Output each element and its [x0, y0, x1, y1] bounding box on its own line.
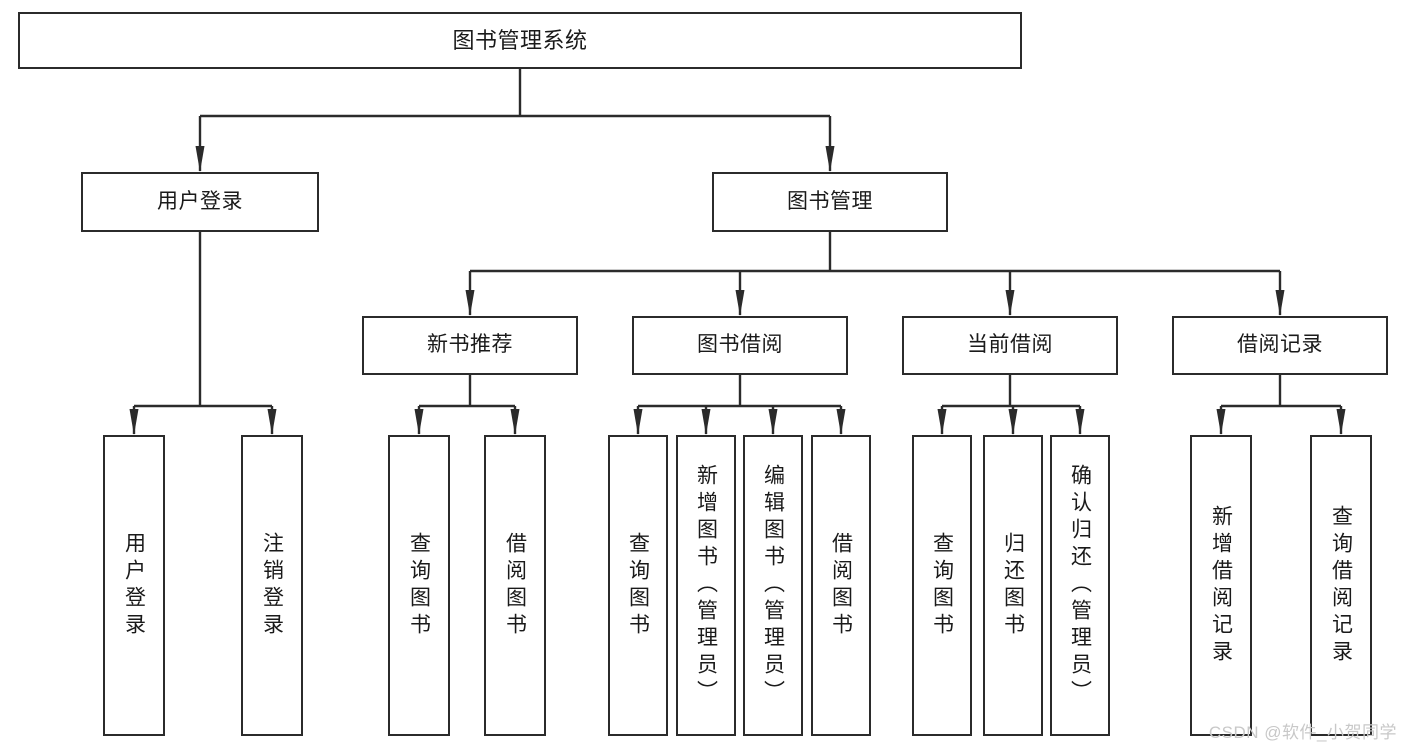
node-borrow-record[interactable]: 借阅记录 [1172, 316, 1388, 375]
connector-arrowhead [195, 146, 205, 172]
node-label: 用户登录 [122, 531, 146, 640]
connector-arrowhead [267, 409, 277, 435]
node-leaf-logout[interactable]: 注销登录 [241, 435, 303, 736]
node-label: 归还图书 [1001, 531, 1025, 640]
node-label: 借阅记录 [1237, 333, 1323, 357]
node-leaf-borrow-book-1[interactable]: 借阅图书 [484, 435, 546, 736]
node-book-borrow[interactable]: 图书借阅 [632, 316, 848, 375]
connector-arrowhead [1216, 409, 1226, 435]
connector-arrowhead [937, 409, 947, 435]
connector-arrowhead [414, 409, 424, 435]
node-label: 确认归还（管理员） [1068, 464, 1092, 707]
connector-arrowhead [735, 290, 745, 316]
node-label: 新书推荐 [427, 333, 513, 357]
node-label: 图书借阅 [697, 333, 783, 357]
watermark-text: CSDN @软件_小贺同学 [1208, 723, 1397, 742]
connector-arrowhead [1075, 409, 1085, 435]
node-label: 编辑图书（管理员） [761, 464, 785, 707]
node-label: 查询图书 [930, 531, 954, 640]
node-label: 当前借阅 [967, 333, 1053, 357]
connector-arrowhead [510, 409, 520, 435]
node-leaf-query-record[interactable]: 查询借阅记录 [1310, 435, 1372, 736]
node-new-book-rec[interactable]: 新书推荐 [362, 316, 578, 375]
node-book-manage[interactable]: 图书管理 [712, 172, 948, 232]
node-leaf-add-record[interactable]: 新增借阅记录 [1190, 435, 1252, 736]
connector-arrowhead [129, 409, 139, 435]
node-label: 查询图书 [407, 531, 431, 640]
connector-arrowhead [1275, 290, 1285, 316]
connector-arrowhead [1336, 409, 1346, 435]
node-user-login[interactable]: 用户登录 [81, 172, 319, 232]
node-leaf-borrow-book-2[interactable]: 借阅图书 [811, 435, 871, 736]
node-label: 查询借阅记录 [1329, 504, 1353, 667]
node-label: 查询图书 [626, 531, 650, 640]
connector-arrowhead [768, 409, 778, 435]
node-leaf-query-book-3[interactable]: 查询图书 [912, 435, 972, 736]
node-current-borrow[interactable]: 当前借阅 [902, 316, 1118, 375]
node-leaf-user-login[interactable]: 用户登录 [103, 435, 165, 736]
node-leaf-query-book-2[interactable]: 查询图书 [608, 435, 668, 736]
node-leaf-edit-book[interactable]: 编辑图书（管理员） [743, 435, 803, 736]
node-label: 图书管理 [787, 189, 873, 213]
node-leaf-return-book[interactable]: 归还图书 [983, 435, 1043, 736]
connector-arrowhead [1008, 409, 1018, 435]
node-label: 图书管理系统 [452, 27, 588, 53]
connector-arrowhead [465, 290, 475, 316]
node-label: 新增图书（管理员） [694, 464, 718, 707]
node-root[interactable]: 图书管理系统 [18, 12, 1022, 69]
node-leaf-confirm-return[interactable]: 确认归还（管理员） [1050, 435, 1110, 736]
connector-arrowhead [836, 409, 846, 435]
connector-arrowhead [633, 409, 643, 435]
node-label: 注销登录 [260, 531, 284, 640]
connector-arrowhead [701, 409, 711, 435]
connector-arrowhead [825, 146, 835, 172]
node-label: 用户登录 [157, 189, 243, 213]
node-label: 新增借阅记录 [1209, 504, 1233, 667]
node-leaf-query-book-1[interactable]: 查询图书 [388, 435, 450, 736]
node-label: 借阅图书 [503, 531, 527, 640]
node-leaf-add-book[interactable]: 新增图书（管理员） [676, 435, 736, 736]
connector-arrowhead [1005, 290, 1015, 316]
node-label: 借阅图书 [829, 531, 853, 640]
